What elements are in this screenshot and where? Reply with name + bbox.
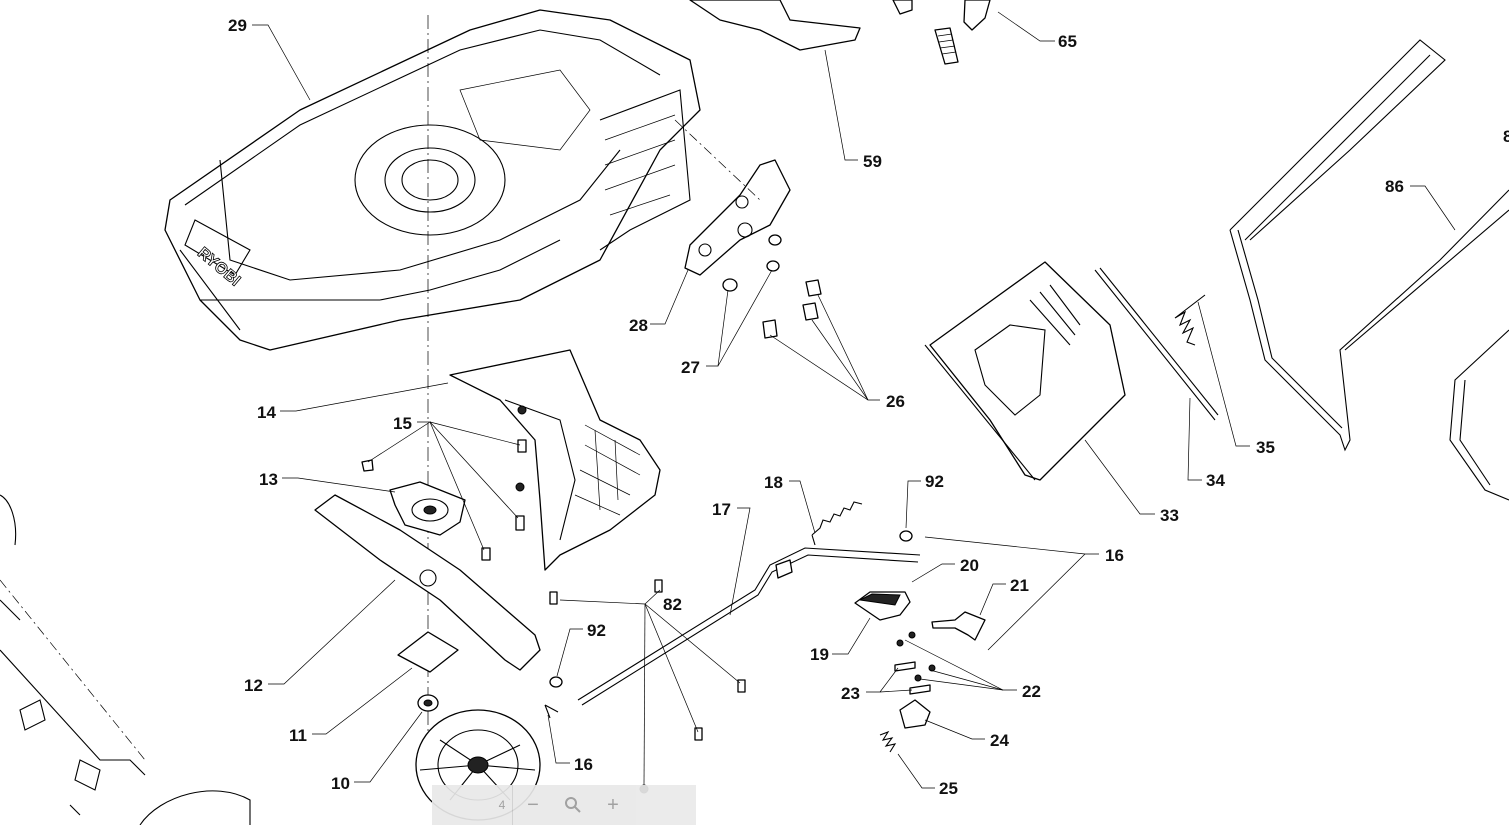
callout-16-right: 16 — [1105, 546, 1124, 565]
callout-92-top: 92 — [925, 472, 944, 491]
callout-16-bottom: 16 — [574, 755, 593, 774]
rear-flap-33-part — [924, 261, 1126, 481]
callout-25: 25 — [939, 779, 958, 798]
callout-23: 23 — [841, 684, 860, 703]
callout-18: 18 — [764, 473, 783, 492]
discharge-chute-14-part — [449, 349, 661, 571]
blade-12-part — [314, 494, 541, 671]
grass-bag-frame-part — [1449, 329, 1509, 501]
washer-92-part — [899, 530, 913, 542]
screws-15-part — [361, 439, 527, 561]
callout-8: 8 — [1503, 127, 1509, 146]
callout-35: 35 — [1256, 438, 1275, 457]
callout-26: 26 — [886, 392, 905, 411]
callout-28: 28 — [629, 316, 648, 335]
latch-21-part — [931, 611, 986, 641]
plate-11-part — [397, 631, 459, 673]
callout-33: 33 — [1160, 506, 1179, 525]
height-rod-17-part — [577, 547, 921, 706]
toolbar-separator — [512, 785, 513, 825]
callout-14: 14 — [257, 403, 276, 422]
callout-22: 22 — [1022, 682, 1041, 701]
plus-icon: + — [607, 793, 619, 816]
spring-35-part — [1174, 294, 1206, 346]
callout-10: 10 — [331, 774, 350, 793]
callout-11: 11 — [289, 726, 307, 745]
height-plate-28-part — [674, 119, 791, 276]
callout-12: 12 — [244, 676, 263, 695]
callout-59: 59 — [863, 152, 882, 171]
callout-27: 27 — [681, 358, 700, 377]
blade-adapter-13-part — [389, 481, 466, 536]
callout-15: 15 — [393, 414, 412, 433]
bracket-24-part — [899, 699, 931, 729]
pins-22-23-part — [894, 661, 931, 695]
zoom-in-button[interactable]: + — [593, 785, 633, 825]
magnifier-icon — [565, 797, 581, 813]
bracket-59-part — [689, 0, 861, 51]
rear-wheel-part — [139, 790, 251, 825]
washer-92b-part — [549, 676, 563, 688]
viewer-toolbar: 4 − + — [432, 785, 696, 825]
callout-13: 13 — [259, 470, 278, 489]
callout-24: 24 — [990, 731, 1009, 750]
page-number: 4 — [498, 798, 506, 812]
callout-20: 20 — [960, 556, 979, 575]
callout-92-left: 92 — [587, 621, 606, 640]
clip-16-part — [544, 704, 559, 719]
zoom-button[interactable] — [553, 785, 593, 825]
zoom-out-button[interactable]: − — [513, 785, 553, 825]
leader-lines — [252, 11, 1456, 789]
spring-25-part — [879, 730, 897, 753]
callout-17: 17 — [712, 500, 731, 519]
rod-34-part — [1094, 267, 1219, 421]
fasteners-26-27-part — [722, 234, 822, 339]
callout-19: 19 — [810, 645, 829, 664]
callout-29: 29 — [228, 16, 247, 35]
deck-part: RYOBI — [164, 9, 701, 351]
callout-86: 86 — [1385, 177, 1404, 196]
callout-82: 82 — [663, 595, 682, 614]
callout-65: 65 — [1058, 32, 1077, 51]
spring-18-part — [811, 501, 863, 546]
callout-21: 21 — [1010, 576, 1029, 595]
handle-86-part — [1229, 39, 1509, 452]
bolt-65-part — [892, 0, 991, 65]
callout-34: 34 — [1206, 471, 1225, 490]
minus-icon: − — [527, 793, 539, 816]
page-indicator: 4 — [432, 785, 512, 825]
